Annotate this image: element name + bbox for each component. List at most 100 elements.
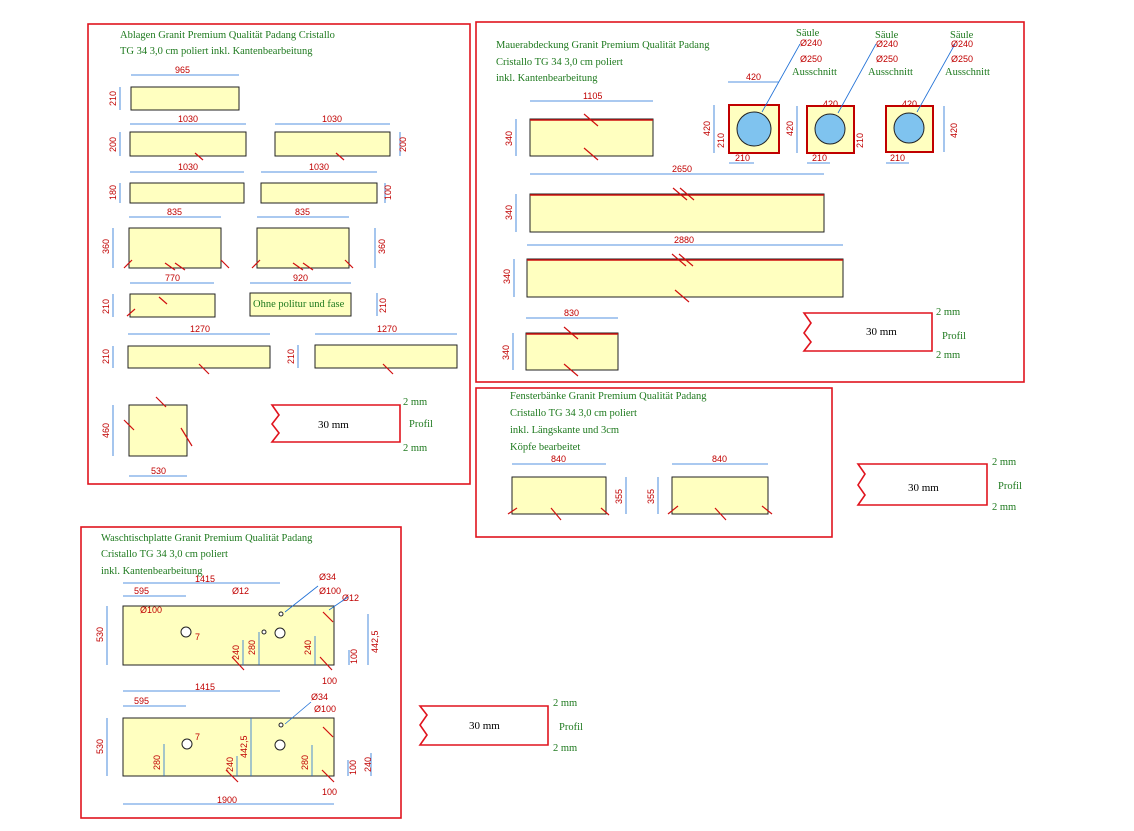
cut-mark bbox=[322, 726, 334, 738]
dim-label: 240 bbox=[231, 645, 241, 660]
cut-mark bbox=[335, 152, 345, 161]
dim-label: Ø34 bbox=[319, 572, 336, 582]
dim-label: 7 bbox=[195, 732, 200, 742]
dim-label: 460 bbox=[101, 423, 111, 438]
plate-ablage-6a bbox=[127, 345, 271, 369]
column-cap-3: 420 420 210 Säule Ø240 Ø250 Ausschnitt bbox=[885, 30, 990, 164]
cut-mark bbox=[123, 419, 135, 431]
dim-label: 1415 bbox=[195, 574, 215, 584]
cut-mark bbox=[583, 113, 599, 127]
profile-edge-top: 2 mm bbox=[403, 397, 427, 408]
mauer-title-1: Mauerabdeckung Granit Premium Qualität P… bbox=[496, 40, 710, 51]
dim-label: 420 bbox=[785, 121, 795, 136]
profile-shape-ablagen bbox=[270, 404, 401, 443]
cut-mark bbox=[550, 507, 562, 521]
dim-label: 100 bbox=[348, 760, 358, 775]
frame-fenster bbox=[475, 387, 833, 538]
dim-label: Ø250 bbox=[951, 54, 973, 64]
plate-mauer-2 bbox=[529, 193, 825, 233]
dim-label: 7 bbox=[195, 632, 200, 642]
plate-ablage-5b bbox=[249, 292, 352, 317]
column-cap-2: 420 420 210 210 Säule Ø240 Ø250 Ausschni… bbox=[785, 30, 913, 164]
plate-ablage-3a bbox=[129, 182, 245, 204]
cut-mark bbox=[251, 259, 261, 269]
dim-label: 595 bbox=[134, 696, 149, 706]
dim-label: 360 bbox=[377, 239, 387, 254]
dim-label: Ø12 bbox=[342, 593, 359, 603]
cut-mark bbox=[158, 296, 168, 305]
fenster-title-1: Fensterbänke Granit Premium Qualität Pad… bbox=[510, 391, 707, 402]
profile-thickness: 30 mm bbox=[469, 720, 500, 732]
ablagen-title-2: TG 34 3,0 cm poliert inkl. Kantenbearbei… bbox=[120, 46, 313, 57]
plate-wasch-2 bbox=[122, 717, 335, 777]
saeule-label: Säule bbox=[875, 30, 899, 41]
plate-ablage-2a bbox=[129, 131, 247, 157]
plate-mauer-1 bbox=[529, 118, 654, 157]
dim-label: 340 bbox=[504, 131, 514, 146]
cut-mark bbox=[225, 769, 239, 783]
cut-mark bbox=[231, 656, 245, 671]
plate-mauer-4 bbox=[525, 332, 619, 371]
sink-hole bbox=[274, 627, 286, 639]
cut-mark bbox=[126, 308, 136, 317]
cut-mark bbox=[761, 505, 773, 515]
cut-mark bbox=[123, 259, 133, 269]
cut-mark bbox=[679, 187, 695, 201]
note-ohne-politur: Ohne politur und fase bbox=[253, 299, 345, 310]
dim-label: 240 bbox=[225, 757, 235, 772]
leader-line bbox=[328, 596, 349, 611]
cut-mark bbox=[198, 363, 210, 375]
cut-mark bbox=[671, 253, 687, 267]
dim-label: 420 bbox=[702, 121, 712, 136]
cut-mark bbox=[672, 187, 688, 201]
profile-edge-top: 2 mm bbox=[992, 457, 1016, 468]
dim-label: 100 bbox=[383, 185, 393, 200]
plate-wasch-1 bbox=[122, 605, 335, 666]
profile-shape-wasch bbox=[418, 705, 549, 746]
cut-mark bbox=[164, 262, 176, 271]
dim-label: 835 bbox=[295, 207, 310, 217]
dim-label: Ø100 bbox=[319, 586, 341, 596]
dim-label: 420 bbox=[949, 123, 959, 138]
dim-label: 2880 bbox=[674, 235, 694, 245]
dim-label: 530 bbox=[95, 739, 105, 754]
dim-label: 530 bbox=[95, 627, 105, 642]
leader-line bbox=[284, 701, 312, 725]
dim-label: 840 bbox=[712, 454, 727, 464]
dim-label: 420 bbox=[746, 72, 761, 82]
dim-label: 420 bbox=[902, 99, 917, 109]
profile-edge-bottom: 2 mm bbox=[553, 743, 577, 754]
sink-hole bbox=[180, 626, 192, 638]
dim-label: 442,5 bbox=[370, 630, 380, 653]
frame-mauer bbox=[475, 21, 1025, 383]
dim-label: 1030 bbox=[178, 114, 198, 124]
dim-label: 442,5 bbox=[239, 735, 249, 758]
cut-mark bbox=[322, 611, 334, 623]
dim-label: Ø34 bbox=[311, 692, 328, 702]
mauer-title-3: inkl. Kantenbearbeitung bbox=[496, 73, 598, 84]
dim-label: 340 bbox=[504, 205, 514, 220]
dim-label: 210 bbox=[890, 153, 905, 163]
cut-mark bbox=[714, 507, 727, 521]
dim-label: 920 bbox=[293, 273, 308, 283]
profile-edge-top: 2 mm bbox=[936, 307, 960, 318]
dim-label: 100 bbox=[322, 787, 337, 797]
cut-mark bbox=[319, 656, 333, 671]
cut-mark bbox=[180, 427, 193, 447]
dim-label: 1415 bbox=[195, 682, 215, 692]
dim-label: 210 bbox=[378, 298, 388, 313]
dim-label: Ø240 bbox=[876, 39, 898, 49]
cut-mark bbox=[194, 152, 204, 161]
ausschnitt-label: Ausschnitt bbox=[792, 67, 837, 78]
dim-label: 280 bbox=[300, 755, 310, 770]
profile-edge-bottom: 2 mm bbox=[992, 502, 1016, 513]
dim-label: 280 bbox=[152, 755, 162, 770]
cut-mark bbox=[563, 363, 579, 377]
dim-label: 210 bbox=[855, 133, 865, 148]
dim-label: Ø250 bbox=[876, 54, 898, 64]
tap-hole bbox=[278, 611, 284, 617]
plate-ablage-1 bbox=[130, 86, 240, 111]
cut-mark bbox=[667, 505, 679, 515]
cut-mark bbox=[678, 253, 694, 267]
